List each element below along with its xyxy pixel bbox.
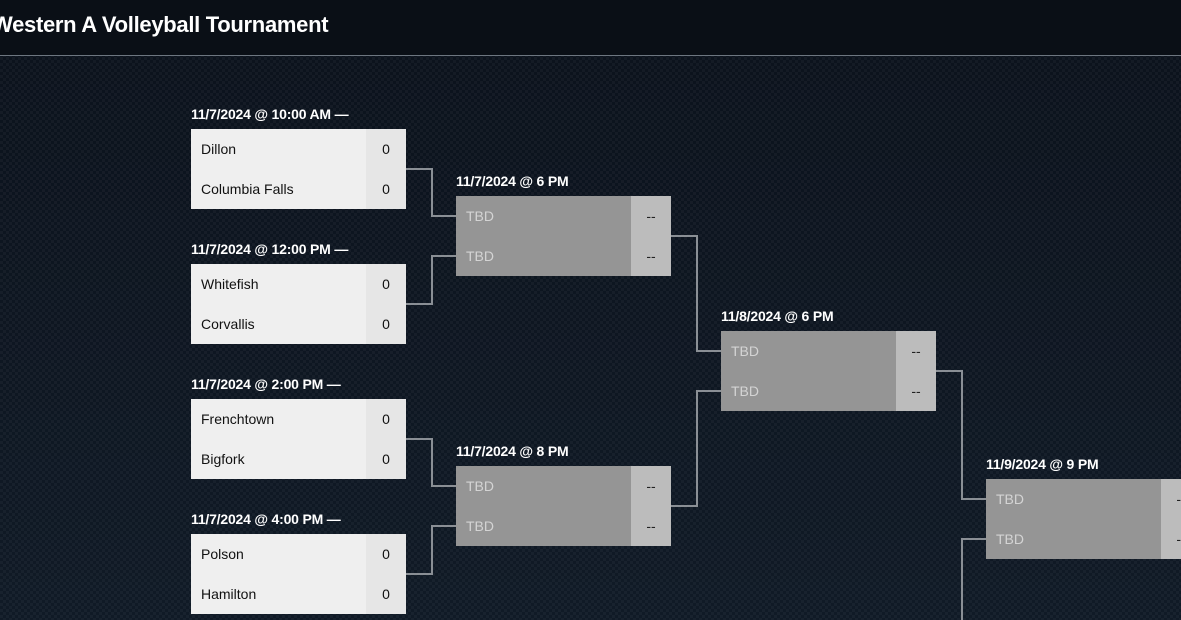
team-name: Hamilton bbox=[191, 574, 366, 614]
team-row[interactable]: Hamilton 0 bbox=[191, 574, 406, 614]
team-score: 0 bbox=[366, 534, 406, 574]
team-score: 0 bbox=[366, 129, 406, 169]
match-card[interactable]: TBD -- TBD -- bbox=[456, 196, 671, 276]
team-row[interactable]: Dillon 0 bbox=[191, 129, 406, 169]
team-row[interactable]: TBD -- bbox=[986, 479, 1181, 519]
team-name: TBD bbox=[986, 519, 1161, 559]
team-score: 0 bbox=[366, 169, 406, 209]
team-name: TBD bbox=[456, 466, 631, 506]
connector-r1m3 bbox=[406, 438, 456, 487]
team-score: -- bbox=[631, 196, 671, 236]
team-name: Dillon bbox=[191, 129, 366, 169]
connector-r2m2 bbox=[671, 390, 721, 507]
match-time-label: 11/7/2024 @ 6 PM bbox=[456, 173, 569, 189]
team-name: TBD bbox=[721, 331, 896, 371]
team-score: -- bbox=[1161, 479, 1181, 519]
match-card[interactable]: Frenchtown 0 Bigfork 0 bbox=[191, 399, 406, 479]
team-row[interactable]: Columbia Falls 0 bbox=[191, 169, 406, 209]
match-card[interactable]: Polson 0 Hamilton 0 bbox=[191, 534, 406, 614]
connector-r3m1 bbox=[936, 370, 986, 500]
team-name: Polson bbox=[191, 534, 366, 574]
team-name: TBD bbox=[456, 236, 631, 276]
match-card[interactable]: TBD -- TBD -- bbox=[986, 479, 1181, 559]
match-card[interactable]: Whitefish 0 Corvallis 0 bbox=[191, 264, 406, 344]
match-card[interactable]: Dillon 0 Columbia Falls 0 bbox=[191, 129, 406, 209]
match-time-label: 11/7/2024 @ 10:00 AM — bbox=[191, 106, 349, 122]
match-card[interactable]: TBD -- TBD -- bbox=[721, 331, 936, 411]
team-name: Bigfork bbox=[191, 439, 366, 479]
page-header: Western A Volleyball Tournament bbox=[0, 0, 1181, 56]
team-row[interactable]: TBD -- bbox=[456, 196, 671, 236]
team-row[interactable]: TBD -- bbox=[456, 236, 671, 276]
team-score: 0 bbox=[366, 439, 406, 479]
match-time-label: 11/8/2024 @ 6 PM bbox=[721, 308, 834, 324]
team-name: Columbia Falls bbox=[191, 169, 366, 209]
team-score: 0 bbox=[366, 574, 406, 614]
team-score: -- bbox=[631, 466, 671, 506]
connector-r1m2 bbox=[406, 255, 456, 305]
team-name: Corvallis bbox=[191, 304, 366, 344]
match-time-label: 11/9/2024 @ 9 PM bbox=[986, 456, 1099, 472]
match-time-label: 11/7/2024 @ 12:00 PM — bbox=[191, 241, 349, 257]
page-title: Western A Volleyball Tournament bbox=[0, 12, 329, 37]
team-row[interactable]: TBD -- bbox=[456, 506, 671, 546]
team-name: TBD bbox=[721, 371, 896, 411]
match-time-label: 11/7/2024 @ 8 PM bbox=[456, 443, 569, 459]
team-name: Whitefish bbox=[191, 264, 366, 304]
team-score: 0 bbox=[366, 399, 406, 439]
team-score: -- bbox=[631, 236, 671, 276]
connector-r3m2 bbox=[961, 538, 986, 620]
team-row[interactable]: Polson 0 bbox=[191, 534, 406, 574]
match-card[interactable]: TBD -- TBD -- bbox=[456, 466, 671, 546]
team-row[interactable]: Corvallis 0 bbox=[191, 304, 406, 344]
team-name: Frenchtown bbox=[191, 399, 366, 439]
match-time-label: 11/7/2024 @ 2:00 PM — bbox=[191, 376, 341, 392]
team-row[interactable]: Bigfork 0 bbox=[191, 439, 406, 479]
connector-r1m4 bbox=[406, 525, 456, 575]
team-score: -- bbox=[631, 506, 671, 546]
team-row[interactable]: Frenchtown 0 bbox=[191, 399, 406, 439]
team-row[interactable]: TBD -- bbox=[721, 371, 936, 411]
team-name: TBD bbox=[986, 479, 1161, 519]
team-row[interactable]: TBD -- bbox=[721, 331, 936, 371]
team-score: -- bbox=[896, 331, 936, 371]
connector-r2m1 bbox=[671, 235, 721, 352]
team-name: TBD bbox=[456, 196, 631, 236]
team-score: 0 bbox=[366, 304, 406, 344]
team-name: TBD bbox=[456, 506, 631, 546]
match-time-label: 11/7/2024 @ 4:00 PM — bbox=[191, 511, 341, 527]
team-score: -- bbox=[1161, 519, 1181, 559]
team-row[interactable]: TBD -- bbox=[456, 466, 671, 506]
team-score: 0 bbox=[366, 264, 406, 304]
connector-r1m1 bbox=[406, 168, 456, 217]
team-row[interactable]: TBD -- bbox=[986, 519, 1181, 559]
team-row[interactable]: Whitefish 0 bbox=[191, 264, 406, 304]
team-score: -- bbox=[896, 371, 936, 411]
